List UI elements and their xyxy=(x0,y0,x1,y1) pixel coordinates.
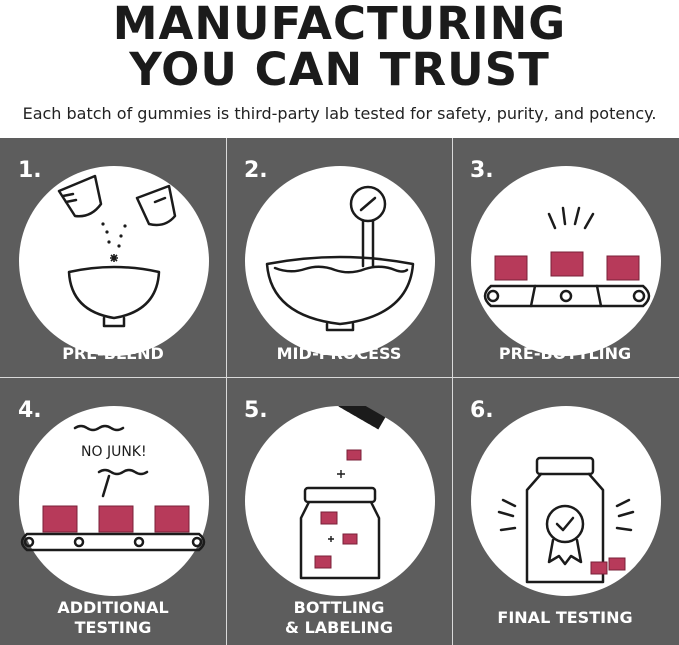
step-label-line2: TESTING xyxy=(74,618,152,637)
bowl-thermometer-icon xyxy=(265,185,415,332)
step-label: FINAL TESTING xyxy=(497,608,633,627)
step-number: 5. xyxy=(244,398,268,423)
bubble-text: NO JUNK! xyxy=(81,444,147,460)
step-number: 4. xyxy=(18,398,42,423)
divider-vertical-1 xyxy=(226,138,227,645)
divider-horizontal xyxy=(0,377,679,378)
step-card-6: 6. FINAL TESTING xyxy=(452,378,678,631)
step-circle xyxy=(245,406,435,596)
step-number: 2. xyxy=(244,158,268,183)
step-circle xyxy=(471,406,661,596)
step-card-1: 1. PRE-BLEND xyxy=(0,138,226,391)
step-card-5: 5. BOTTLING & LAB xyxy=(226,378,452,637)
step-number: 3. xyxy=(470,158,494,183)
bottle-filling-icon xyxy=(299,406,386,580)
step-card-3: 3. PRE-BOTTLING xyxy=(452,138,678,391)
step-card-2: 2. MID-PROCESS xyxy=(226,138,452,391)
step-label: PRE-BOTTLING xyxy=(498,344,632,363)
step-label: PRE-BLEND xyxy=(62,344,164,363)
page-title-line2: YOU CAN TRUST xyxy=(129,43,550,96)
mixing-bowl-icon xyxy=(57,174,177,328)
header: MANUFACTURING YOU CAN TRUST Each batch o… xyxy=(0,0,679,138)
step-circle xyxy=(19,166,209,356)
steps-panel: 1. PRE-BLEND 2. xyxy=(0,138,679,645)
step-circle xyxy=(471,166,661,356)
step-circle xyxy=(245,166,435,356)
conveyor-no-junk-icon: NO JUNK! xyxy=(20,424,206,552)
page-title-line1: MANUFACTURING xyxy=(112,0,567,50)
conveyor-inspection-icon xyxy=(483,206,651,308)
divider-vertical-2 xyxy=(452,138,453,645)
certified-bottle-icon xyxy=(497,456,635,584)
step-label: MID-PROCESS xyxy=(276,344,402,363)
step-number: 1. xyxy=(18,158,42,183)
step-label-line1: ADDITIONAL xyxy=(57,598,169,617)
step-label-line2: & LABELING xyxy=(285,618,393,637)
step-label-line1: BOTTLING xyxy=(293,598,385,617)
step-card-4: 4. NO JUNK! ADDITIONAL TESTING xyxy=(0,378,226,637)
step-number: 6. xyxy=(470,398,494,423)
page-subtitle: Each batch of gummies is third-party lab… xyxy=(22,104,657,123)
step-circle: NO JUNK! xyxy=(19,406,209,596)
